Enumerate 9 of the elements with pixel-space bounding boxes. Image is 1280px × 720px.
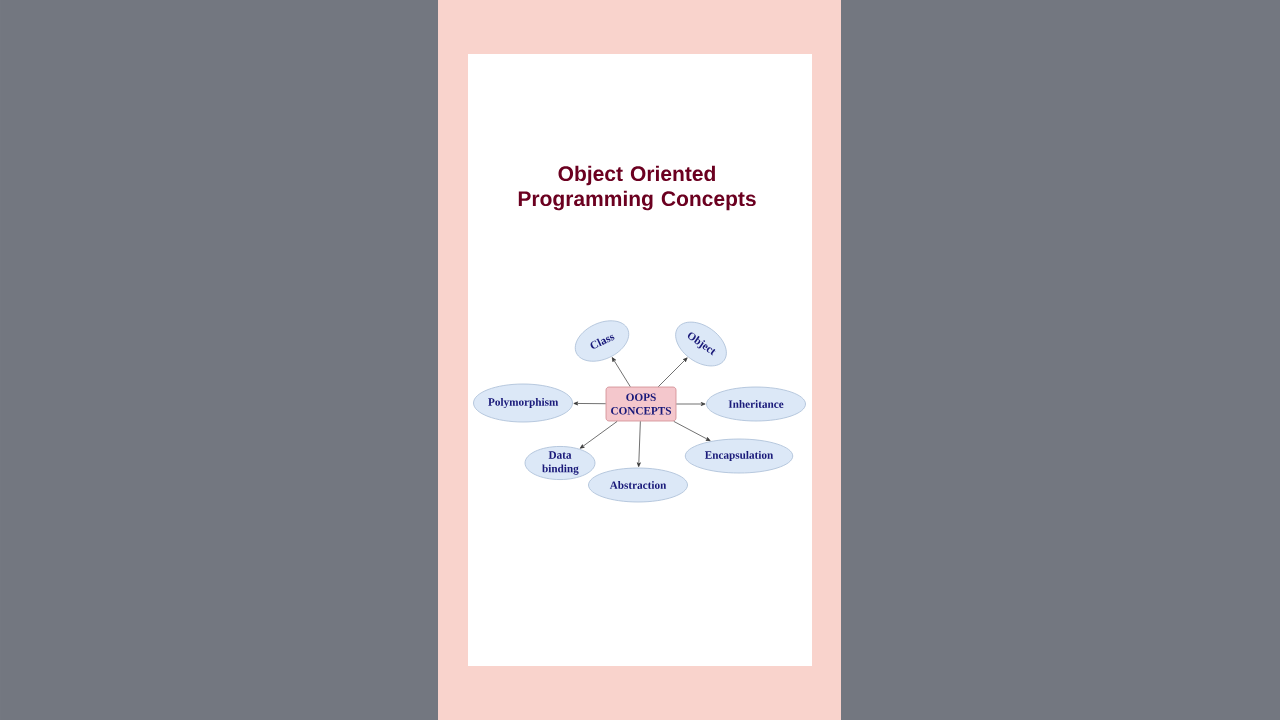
arrow <box>573 401 606 406</box>
arrow <box>676 402 706 406</box>
title: Object Oriented Programming Concepts <box>518 165 756 211</box>
arrow <box>611 357 631 387</box>
arrow <box>579 421 618 449</box>
arrow <box>658 357 688 387</box>
arrow <box>673 421 711 442</box>
arrow <box>636 421 641 468</box>
concept-box: OOPS CONCEPTS <box>605 386 677 422</box>
